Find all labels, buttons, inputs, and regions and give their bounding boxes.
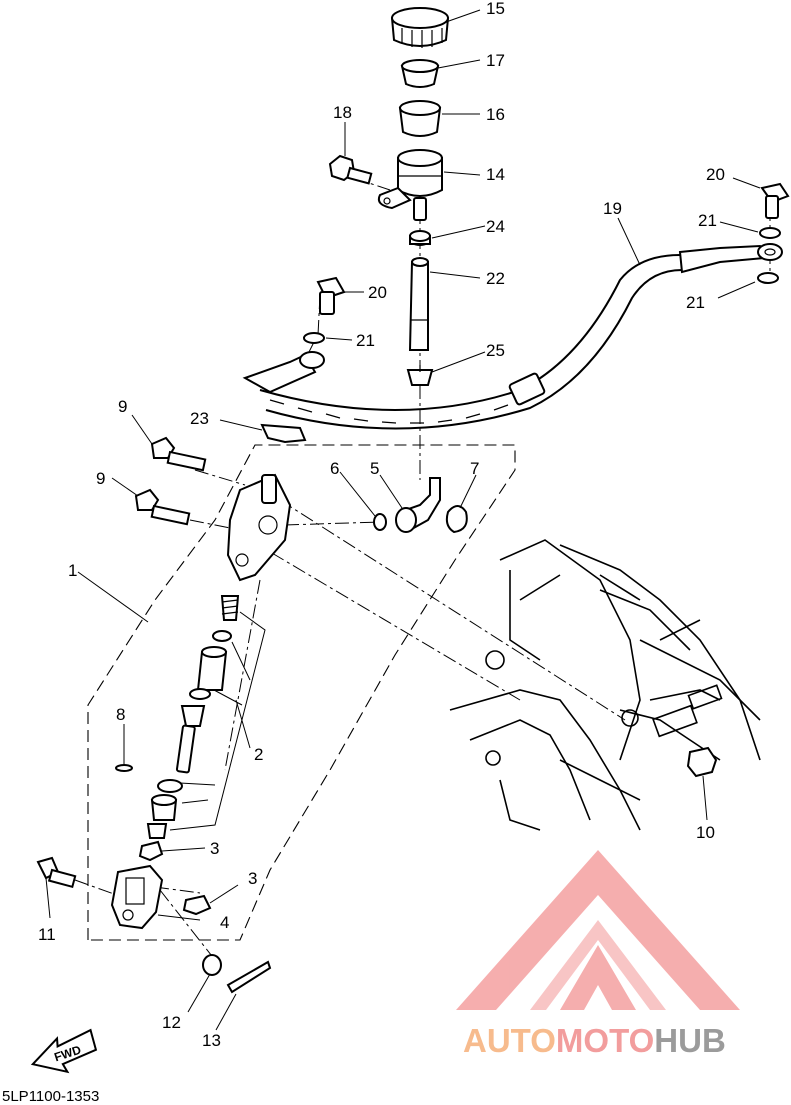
part-15-cap[interactable] bbox=[390, 7, 450, 48]
logo-triangle-icon bbox=[456, 850, 740, 1010]
part-17-diaphragm-plate[interactable] bbox=[400, 59, 440, 88]
part-8-pin[interactable] bbox=[115, 764, 133, 772]
master-cylinder-body[interactable] bbox=[226, 473, 292, 582]
leader-lines bbox=[45, 9, 761, 1031]
part-7-circlip[interactable] bbox=[445, 505, 468, 534]
label-5: 5 bbox=[370, 459, 379, 478]
part-3-nut-lower[interactable] bbox=[182, 894, 212, 916]
label-21-upper: 21 bbox=[698, 211, 717, 230]
part-22-hose[interactable] bbox=[408, 257, 429, 351]
part-25-clip[interactable] bbox=[406, 365, 434, 386]
label-7: 7 bbox=[470, 459, 479, 478]
automotohub-logo: AUTOMOTOHUB bbox=[456, 850, 740, 1059]
label-15: 15 bbox=[486, 0, 505, 18]
part-2-piston-kit[interactable] bbox=[146, 595, 240, 839]
svg-text:AUTOMOTOHUB: AUTOMOTOHUB bbox=[463, 1022, 726, 1059]
fwd-arrow-icon: FWD bbox=[30, 1028, 98, 1074]
label-9-lower: 9 bbox=[96, 469, 105, 488]
part-21-washer-c[interactable] bbox=[757, 272, 779, 284]
part-11-pin[interactable] bbox=[36, 856, 77, 889]
part-20-union-bolt-upper[interactable] bbox=[760, 182, 790, 219]
part-4-rod-end-joint[interactable] bbox=[110, 864, 164, 930]
label-21-lower: 21 bbox=[356, 331, 375, 350]
label-2: 2 bbox=[254, 745, 263, 764]
label-23: 23 bbox=[190, 409, 209, 428]
label-6: 6 bbox=[330, 459, 339, 478]
label-3-upper: 3 bbox=[210, 839, 219, 858]
label-10: 10 bbox=[696, 823, 715, 842]
label-4: 4 bbox=[220, 913, 229, 932]
label-18: 18 bbox=[333, 103, 352, 122]
label-17: 17 bbox=[486, 51, 505, 70]
part-6-o-ring[interactable] bbox=[373, 513, 387, 531]
part-21-washer-a[interactable] bbox=[303, 332, 325, 344]
part-10-nut[interactable] bbox=[686, 746, 718, 778]
label-8: 8 bbox=[116, 705, 125, 724]
label-20-lower: 20 bbox=[368, 283, 387, 302]
part-5-hose-joint[interactable] bbox=[395, 477, 441, 533]
part-13-cotter-pin[interactable] bbox=[226, 960, 272, 994]
logo-text-hub: HUB bbox=[654, 1022, 726, 1059]
part-labels: 15 17 16 14 18 24 22 25 20 21 20 21 21 1… bbox=[38, 0, 725, 1050]
label-24: 24 bbox=[486, 217, 505, 236]
label-11: 11 bbox=[38, 925, 56, 944]
part-14-reservoir-tank[interactable] bbox=[377, 149, 443, 221]
frame-outline bbox=[449, 539, 761, 831]
part-21-washer-b[interactable] bbox=[759, 227, 781, 239]
part-9-bolt-upper[interactable] bbox=[150, 436, 207, 472]
part-9-bolt-lower[interactable] bbox=[134, 488, 191, 526]
part-12-washer[interactable] bbox=[202, 954, 222, 976]
part-16-diaphragm[interactable] bbox=[398, 100, 442, 137]
part-24-clamp[interactable] bbox=[409, 230, 431, 246]
assembly-outline bbox=[87, 444, 516, 941]
label-20-upper: 20 bbox=[706, 165, 725, 184]
diagram-code: 5LP1100-1353 bbox=[2, 1088, 99, 1105]
label-25: 25 bbox=[486, 341, 505, 360]
label-9-upper: 9 bbox=[118, 397, 127, 416]
part-19-brake-hose[interactable] bbox=[242, 243, 783, 430]
label-1: 1 bbox=[68, 561, 77, 580]
label-3-lower: 3 bbox=[248, 869, 257, 888]
label-22: 22 bbox=[486, 269, 505, 288]
label-12: 12 bbox=[162, 1013, 181, 1032]
label-19: 19 bbox=[603, 199, 622, 218]
part-20-union-bolt-lower[interactable] bbox=[316, 276, 346, 315]
part-23-hose-guide[interactable] bbox=[260, 423, 307, 444]
logo-text-auto: AUTO bbox=[463, 1022, 556, 1059]
label-14: 14 bbox=[486, 165, 505, 184]
label-13: 13 bbox=[202, 1031, 221, 1050]
label-21-end: 21 bbox=[686, 293, 705, 312]
part-3-nut-upper[interactable] bbox=[138, 840, 164, 862]
part-18-bolt[interactable] bbox=[328, 154, 373, 185]
logo-text-moto: MOTO bbox=[556, 1022, 654, 1059]
label-16: 16 bbox=[486, 105, 505, 124]
